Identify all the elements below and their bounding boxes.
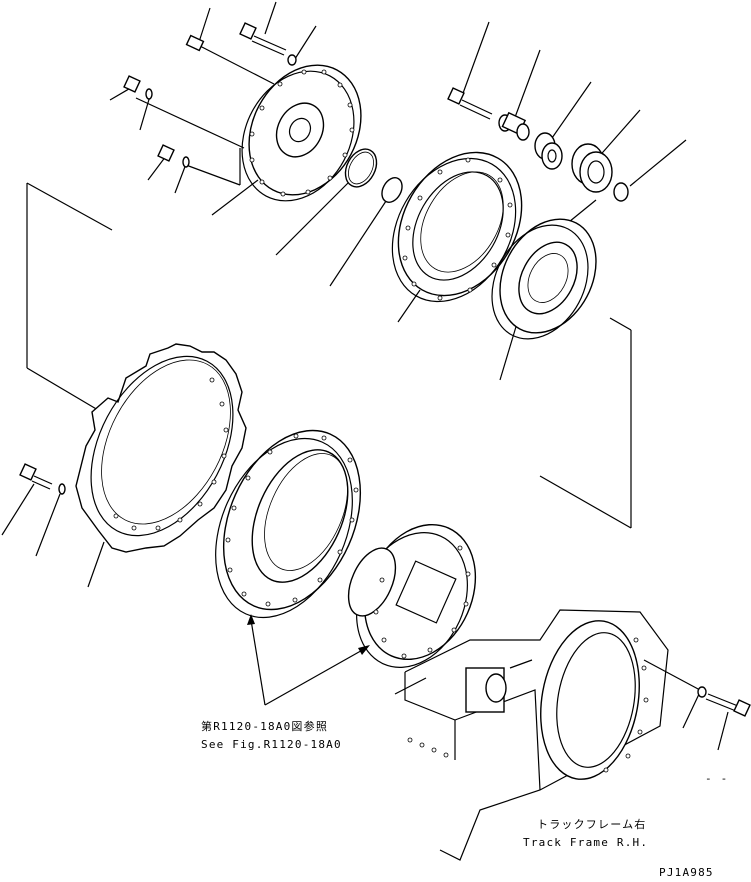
hub-housing xyxy=(215,429,362,619)
washer-top xyxy=(287,54,297,66)
track-frame-label-jp: トラックフレーム右 xyxy=(537,818,647,831)
snap-ring-large xyxy=(344,148,378,188)
dash-mark: - - xyxy=(705,772,729,785)
track-frame xyxy=(404,609,669,861)
sprocket xyxy=(75,343,247,553)
snap-ring-large-inner xyxy=(348,151,374,185)
snap-ring-small xyxy=(381,177,403,203)
shaft-bolt xyxy=(447,87,493,120)
bolt-sprocket xyxy=(19,463,53,490)
reference-label-jp: 第R1120-18A0図参照 xyxy=(201,720,329,733)
washer-sprocket xyxy=(58,483,66,495)
track-frame-label-en: Track Frame R.H. xyxy=(523,836,649,849)
reference-label-en: See Fig.R1120-18A0 xyxy=(201,738,342,751)
arrow-head-left xyxy=(247,614,255,625)
final-drive-case xyxy=(347,523,477,668)
planet-carrier xyxy=(491,218,597,340)
pin xyxy=(498,111,530,141)
washer-frame xyxy=(697,686,707,698)
spacer xyxy=(534,132,563,170)
bolt-frame xyxy=(705,693,751,717)
drawing-code: PJ1A985 xyxy=(659,866,714,879)
bolt-small-top xyxy=(185,34,205,52)
planet-gear xyxy=(571,143,613,193)
nut xyxy=(613,182,629,202)
washer-left-2 xyxy=(182,156,190,168)
arrow-head-right xyxy=(358,645,370,655)
bolt-left-1 xyxy=(123,75,141,93)
hub-cover xyxy=(241,64,362,202)
long-bolt-top xyxy=(239,22,287,56)
bolt-left-2 xyxy=(157,144,175,162)
washer-left-1 xyxy=(145,88,153,100)
leader-lines xyxy=(1,1,729,751)
ring-gear xyxy=(391,151,523,303)
